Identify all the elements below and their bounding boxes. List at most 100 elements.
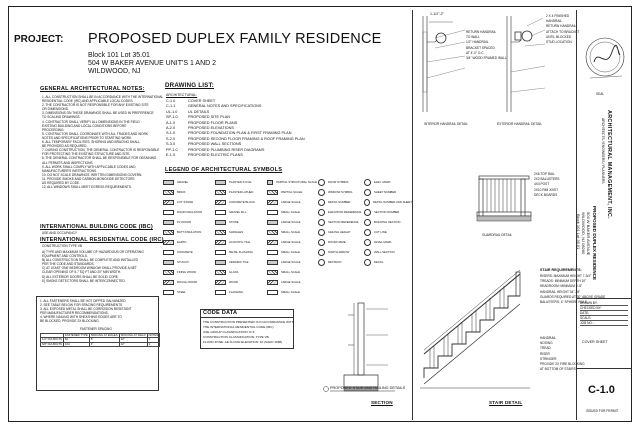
legend-row: WOOD [215,277,265,287]
code-data-line: USE GROUP CLASSIFICATION: R-5 [203,330,255,334]
material-swatch [267,259,278,265]
legend-row: LARGE SCALE [267,217,317,227]
legend-row: ROUGH WOOD [163,277,213,287]
legend-label: DETAIL NUMBER [328,199,351,204]
railing-section-drawing [323,302,395,392]
drawing-desc: PROPOSED PLUMBING RISER DIAGRAMS [188,147,265,152]
fastener-header: SPACING AT EDGES [88,332,120,339]
legend-label: CERAMIC TILE [229,259,249,264]
legend-row: ELEVATION REFERENCE [318,207,364,217]
legend-row: ELEV. MARK [364,177,412,187]
tb-address2: WILDWOOD, NJ 08260 [581,212,586,255]
fastener-header: NOTES [146,332,161,339]
title-block-left-edge [576,10,577,420]
legend-label: WINDOW SYMBOL [328,189,353,194]
legend-label: LARGE SCALE [281,199,301,204]
note-line: EXISTING BUILDING AND LOCAL CONDITIONS B… [42,123,127,128]
legend-row: LARGE SCALE [267,197,317,207]
drawing-list-heading: DRAWING LIST: [165,82,215,89]
material-swatch [267,179,274,185]
note-line: 8. THE GENERAL CONTRACTOR SHALL BE RESPO… [42,156,157,161]
material-swatch [163,269,174,275]
fastener-notes: 1. ALL FASTENERS SHALL BE HOT DIPPED GAL… [40,299,132,324]
legend-row: FLASHING [215,287,265,297]
note-line: 7. DURING CONSTRUCTION, THE GENERAL CONT… [42,148,160,153]
legend-symbols-col: DOOR SYMBOL WINDOW SYMBOL DETAIL NUMBER ELE… [318,177,364,287]
legend-row: CERAMIC TILE [215,257,265,267]
legend-label: SMALL SCALE [281,229,301,234]
legend-label: BRICK [177,189,186,194]
callout-text: TREAD [540,346,551,351]
drawing-code: S-3.0 [166,142,176,147]
material-swatch [215,199,226,205]
legend-row: SMALL SCALE [267,267,317,277]
callout-text: UNTIL BLOCKED [546,34,572,39]
tb-divider-2 [576,368,632,369]
symbol-glyph [364,248,371,256]
symbol-glyph [364,238,371,246]
callout-text: 1/2" HANDRAIL [466,40,489,45]
tb-address1: 504 W BAKER AVENUE [586,212,591,256]
legend-label: CONCRETE BLOCK [229,199,255,204]
callout-text: DECK BOARDS [534,192,558,197]
material-swatch [215,239,226,245]
legend-label: LARGE SCALE [281,279,301,284]
legend-label: LARGE SCALE [281,219,301,224]
drawing-code: PP-1.0 [166,147,178,152]
stair-rail-caption: PROPOSED STAIR AND RAILING DETAILS [330,386,406,390]
material-swatch [267,229,278,235]
legend-row: PLASTER LATHED [215,187,265,197]
symbol-glyph [364,258,371,266]
legend-row: PARTIAL STRUCTURAL SCALE [267,177,317,187]
drawing-desc: PROPOSED ELECTRIC PLANS [188,152,243,157]
callout-text: AT BOTTOM OF STAIRS [540,367,576,372]
rail-dimension: 1-1/2"-2" [430,12,444,16]
tb-issue: ISSUED FOR PERMIT [586,409,619,413]
legend-row: STONE [215,217,265,227]
note-line: 4. CONTRACTOR SHALL VERIFY ALL DIMENSION… [42,119,140,124]
legend-label: DETAIL [374,259,384,264]
legend-label: CUT STONE [177,199,194,204]
firm-subtitle: ARCHITECTS / ENGINEERS / PLANNERS [601,118,605,184]
legend-label: STONE [229,219,239,224]
irc-sub: CONSTRUCTION TYPE VB [42,244,82,248]
drawing-list-group: ARCHITECTURAL: [166,93,198,97]
code-data-line: FLOOD ZONE: AE FLOOD ELEVATION: 10 (NAVD… [203,340,283,344]
legend-label: RIGID INSULATION [177,209,203,214]
callout-text: 2X6 TOP RAIL [534,172,555,176]
legend-row: BATT INSULATION [163,227,213,237]
fastener-cell: 12" [118,341,148,348]
note-line: 2. THE CONTRACTOR IS NOT RESPONSIBLE FOR… [42,103,149,108]
legend-label: GLASS [229,269,239,274]
legend-label: SMALL SCALE [281,269,301,274]
legend-row: SHEET NUMBER [364,187,412,197]
legend-row: SECTION REFERENCE [318,217,364,227]
fastener-cell: 5/8" DIA BOLTS [40,341,64,348]
drawing-desc: PROPOSED ELEVATIONS [188,125,234,130]
material-swatch [215,269,226,275]
firm-name: ARCHITECTURAL MANAGEMENT, INC. [606,110,612,219]
legend-row: CUT STONE [163,197,213,207]
symbol-glyph [364,198,370,206]
drawing-desc: GENERAL NOTES AND SPECIFICATIONS [188,104,262,109]
code-data-divider [200,317,294,318]
legend-label: ROUGH WOOD [177,279,198,284]
irc-lines: A) TYPE AND MAXIMUM VOLUME OF HAZARDOUS … [42,250,144,283]
legend-row: DOOR SYMBOL [318,177,364,187]
callout-text: ATTACH TO BRACKET [546,29,580,34]
legend-row: PLYWOOD [163,217,213,227]
fastener-header: SPACING AT FIELD [118,332,148,339]
symbol-glyph [364,218,371,226]
legend-row: CEILING HEIGHT [318,227,364,237]
note-line: 3. DIMENSIONS ON THESE DRAWINGS SHALL BE… [42,111,154,116]
legend-row: REVISION [318,257,364,267]
legend-row: LEVEL MARK [364,237,412,247]
legend-label: NORTH ARROW [328,249,350,254]
callout-text: HANDRAIL [546,19,563,24]
